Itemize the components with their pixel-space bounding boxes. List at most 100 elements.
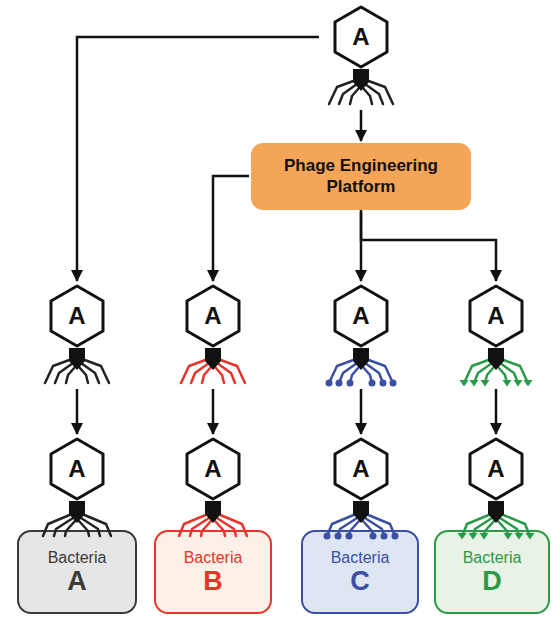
fiber-tip-arrow [470, 380, 479, 387]
phage-body [321, 436, 401, 540]
phage-head-label-area: A [321, 285, 401, 347]
fiber-tip-arrow [481, 380, 490, 387]
bacteria-label: Bacteria [48, 548, 107, 567]
arrow-connector [361, 210, 496, 281]
phage-body [37, 283, 117, 387]
fiber-tip-dot [336, 380, 343, 387]
phage-label: A [68, 457, 85, 481]
phage-tail [69, 501, 85, 523]
phage-tail [205, 501, 221, 523]
arrow-connector [76, 389, 79, 434]
phage-tail [69, 348, 85, 370]
phage-body [37, 436, 117, 540]
tail-fiber [79, 367, 88, 383]
phage-head-label-area: A [173, 285, 253, 347]
phage-node: A [173, 436, 253, 540]
phage-head-label-area: A [456, 285, 536, 347]
phage-tail [353, 348, 369, 370]
phage-head [187, 286, 239, 346]
strain-letter: B [203, 567, 223, 595]
phage-label: A [204, 457, 221, 481]
phage-tail [205, 348, 221, 370]
phage-tail [488, 348, 504, 370]
phage-body [173, 283, 253, 387]
platform-box: Phage Engineering Platform [251, 143, 471, 210]
phage-head-label-area: A [37, 285, 117, 347]
phage-tail [353, 501, 369, 523]
fiber-tip-arrow [503, 380, 512, 387]
arrow-connector [212, 389, 215, 434]
phage-node: A [456, 283, 536, 387]
phage-tail [353, 69, 369, 91]
bacteria-box: BacteriaC [301, 530, 419, 614]
phage-label: A [352, 25, 369, 49]
phage-head [470, 439, 522, 499]
phage-node: A [37, 283, 117, 387]
strain-letter: C [350, 567, 370, 595]
phage-label: A [487, 304, 504, 328]
fiber-tip-dot [369, 380, 376, 387]
phage-head-label-area: A [456, 438, 536, 500]
phage-head-label-area: A [321, 438, 401, 500]
phage-label: A [352, 457, 369, 481]
phage-node: A [456, 436, 536, 540]
bacteria-label: Bacteria [463, 548, 522, 567]
phage-head [335, 439, 387, 499]
phage-tail [488, 501, 504, 523]
fiber-tip-dot [380, 380, 387, 387]
phage-label: A [68, 304, 85, 328]
phage-head-label-area: A [173, 438, 253, 500]
arrow-connector [495, 389, 498, 434]
fiber-tip-dot [381, 533, 388, 540]
phage-head [187, 439, 239, 499]
tail-fiber [66, 367, 75, 383]
fiber-tip-dot [370, 533, 377, 540]
phage-label: A [487, 457, 504, 481]
phage-body [456, 436, 536, 540]
phage-node: A [321, 4, 401, 108]
phage-head [335, 7, 387, 67]
tail-fiber [350, 88, 359, 104]
fiber-tip-dot [347, 380, 354, 387]
fiber-tip-dot [326, 380, 333, 387]
fiber-tip-dot [346, 533, 353, 540]
phage-node: A [321, 283, 401, 387]
tail-fiber [363, 88, 372, 104]
strain-letter: D [482, 567, 502, 595]
phage-node: A [173, 283, 253, 387]
phage-head [335, 286, 387, 346]
phage-node: A [37, 436, 117, 540]
phage-body [456, 283, 536, 387]
fiber-tip-arrow [524, 380, 533, 387]
phage-label: A [204, 304, 221, 328]
platform-label: Phage Engineering Platform [279, 156, 444, 197]
phage-node: A [321, 436, 401, 540]
phage-body [321, 4, 401, 108]
phage-head [470, 286, 522, 346]
bacteria-box: BacteriaD [434, 530, 550, 614]
phage-head-label-area: A [37, 438, 117, 500]
bacteria-label: Bacteria [331, 548, 390, 567]
phage-head-label-area: A [321, 6, 401, 68]
fiber-tip-arrow [460, 380, 469, 387]
arrow-connector [213, 176, 249, 281]
bacteria-label: Bacteria [184, 548, 243, 567]
strain-letter: A [67, 567, 87, 595]
tail-fiber [202, 367, 211, 383]
bacteria-box: BacteriaB [154, 530, 272, 614]
fiber-tip-dot [392, 533, 399, 540]
fiber-tip-dot [324, 533, 331, 540]
arrow-connector [360, 110, 363, 141]
phage-head [51, 286, 103, 346]
arrow-connector [360, 389, 363, 434]
fiber-tip-dot [335, 533, 342, 540]
phage-body [321, 283, 401, 387]
phage-body [173, 436, 253, 540]
fiber-tip-dot [390, 380, 397, 387]
phage-head [51, 439, 103, 499]
phage-label: A [352, 304, 369, 328]
bacteria-box: BacteriaA [17, 530, 137, 614]
tail-fiber [215, 367, 224, 383]
